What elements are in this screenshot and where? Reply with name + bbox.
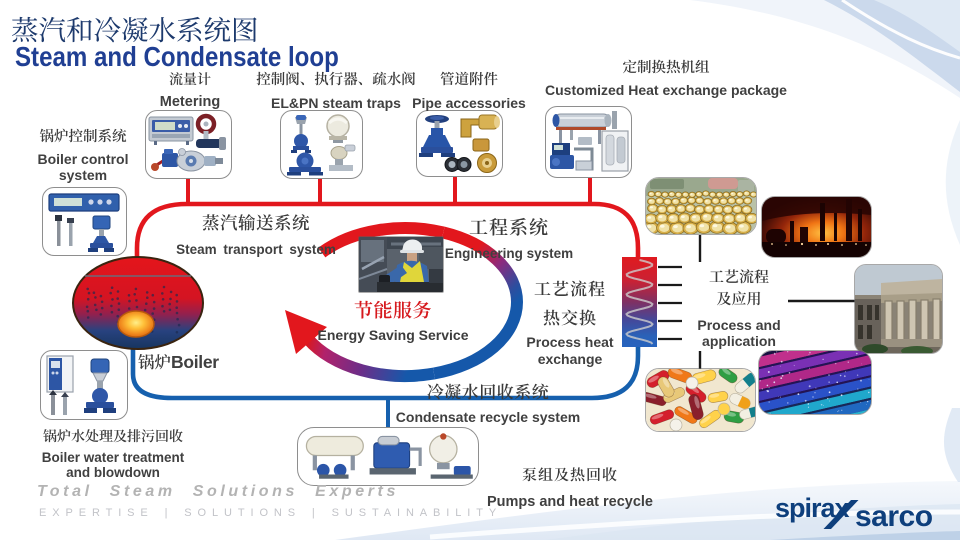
- pipe-accessories-photo: [419, 114, 500, 173]
- label-boiler-water-zh: 锅炉水处理及排污回收: [43, 426, 183, 446]
- label-boiler-zh: 锅炉: [138, 349, 171, 373]
- label-pipe-accessories-zh: 管道附件: [440, 68, 498, 89]
- label-pumps-heat-recycle-en: Pumps and heat recycle: [486, 493, 653, 510]
- label-boiler: 锅炉Boiler: [138, 352, 219, 373]
- label-steam-transport: 蒸汽输送系统 Steam transport system: [171, 213, 341, 257]
- metering-photo: [148, 113, 226, 172]
- label-metering: 流量计 Metering: [120, 69, 260, 110]
- label-steam-transport-en: Steam transport system: [176, 241, 336, 257]
- photo-museum-building: [854, 264, 943, 354]
- photo-refinery: [761, 196, 872, 258]
- heat-exchange-package-photo: [550, 111, 629, 172]
- label-heat-exchange-package: 定制换热机组 Customized Heat exchange package: [536, 56, 796, 99]
- boiler-vessel: [72, 256, 204, 350]
- boiler-water-treatment-photo: [46, 355, 116, 415]
- slide-title-en: Steam and Condensate loop: [15, 41, 339, 72]
- connector-lines: [698, 235, 855, 369]
- label-heat-exchange-package-zh: 定制换热机组: [622, 56, 710, 77]
- label-condensate-recycle-zh: 冷凝水回收系统: [426, 378, 550, 403]
- label-pumps-heat-recycle-zh: 泵组及热回收: [521, 464, 618, 485]
- label-energy-saving: 节能服务 Energy Saving Service: [308, 299, 478, 344]
- heat-exchanger: [622, 257, 682, 347]
- swoosh-top-right: [690, 0, 960, 245]
- photo-pills: [645, 368, 756, 432]
- pumps-photo: [305, 433, 473, 479]
- footer-values: EXPERTISE | SOLUTIONS | SUSTAINABILITY: [39, 507, 503, 519]
- label-pipe-accessories: 管道附件 Pipe accessories: [404, 68, 534, 112]
- photo-textile: [758, 350, 872, 415]
- logo-slash-icon: [823, 500, 859, 529]
- traps-photo: [287, 114, 356, 176]
- photo-canning-line: [645, 177, 757, 235]
- label-engineering-system-zh: 工程系统: [468, 213, 549, 240]
- label-engineering-system-en: Engineering system: [444, 246, 574, 262]
- photo-box-traps: [280, 110, 363, 179]
- photo-box-metering: [145, 110, 232, 179]
- slide-title-zh: 蒸汽和冷凝水系统图: [11, 8, 259, 48]
- label-condensate-recycle: 冷凝水回收系统 Condensate recycle system: [388, 381, 588, 426]
- label-energy-saving-en: Energy Saving Service: [317, 327, 469, 344]
- spirax-sarco-logo: spirax sarco: [770, 491, 945, 533]
- steam-pipe: [134, 177, 641, 263]
- photo-box-boiler-water-treatment: [40, 350, 128, 420]
- label-boiler-control-zh: 锅炉控制系统: [39, 125, 127, 146]
- photo-box-pumps: [297, 427, 479, 486]
- condensate-pipe: [130, 344, 641, 427]
- label-steam-traps-en: EL&PN steam traps: [271, 95, 401, 112]
- swoosh-bottom: [335, 408, 960, 540]
- boiler-control-photo: [48, 193, 120, 252]
- photo-box-heat-exchange-package: [545, 106, 632, 178]
- photo-box-boiler-control: [42, 187, 127, 256]
- label-heat-exchange-package-en: Customized Heat exchange package: [545, 82, 787, 99]
- label-steam-traps-zh: 控制阀、执行器、疏水阀: [256, 68, 416, 89]
- label-pipe-accessories-en: Pipe accessories: [412, 95, 526, 112]
- label-metering-en: Metering: [159, 93, 221, 110]
- label-process-heat-zh: 工艺流程热交换: [534, 275, 606, 329]
- label-engineering-system: 工程系统 Engineering system: [434, 213, 584, 262]
- cycle-arrow: [285, 222, 523, 382]
- logo-word-sarco: sarco: [855, 500, 933, 533]
- label-metering-zh: 流量计: [169, 69, 211, 89]
- footer-tagline: Total Steam Solutions Experts: [37, 483, 399, 500]
- label-process-application-zh: 工艺流程及应用: [708, 266, 769, 310]
- photo-box-pipe-accessories: [416, 110, 503, 177]
- label-boiler-en: Boiler: [171, 352, 219, 372]
- photo-service-engineer: [358, 236, 444, 293]
- label-pumps-heat-recycle: 泵组及热回收 Pumps and heat recycle: [480, 464, 660, 510]
- label-condensate-recycle-en: Condensate recycle system: [395, 409, 581, 426]
- label-steam-traps: 控制阀、执行器、疏水阀 EL&PN steam traps: [246, 68, 426, 112]
- label-steam-transport-zh: 蒸汽输送系统: [202, 210, 310, 235]
- label-energy-saving-zh: 节能服务: [353, 296, 432, 323]
